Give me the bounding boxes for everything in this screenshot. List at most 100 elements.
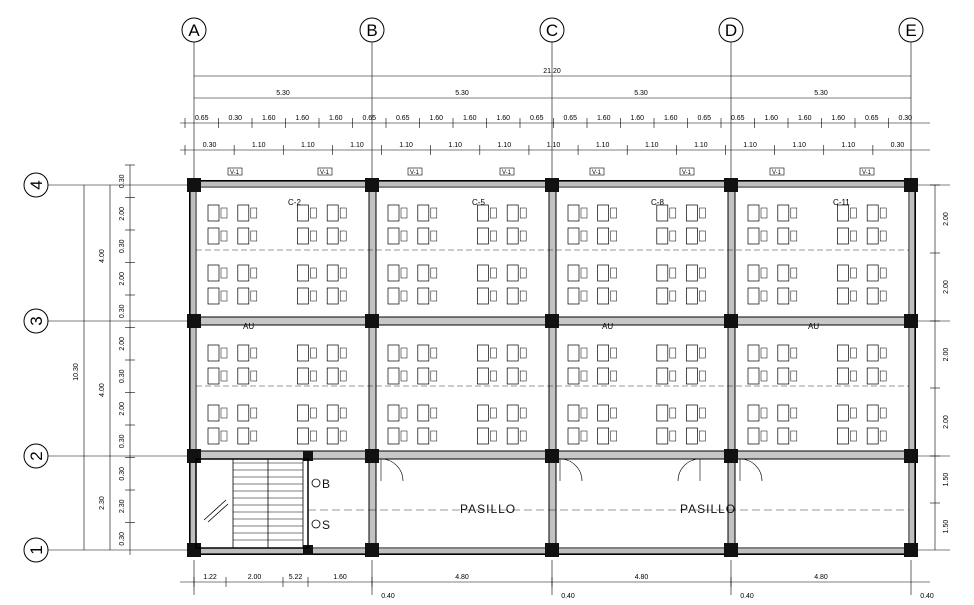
student-desk bbox=[506, 404, 519, 422]
student-desk bbox=[297, 227, 309, 245]
student-desk bbox=[837, 344, 849, 362]
student-chair bbox=[310, 230, 317, 242]
student-chair bbox=[850, 290, 857, 302]
top-chain-a-value: 1.60 bbox=[798, 115, 812, 122]
grid-bubble-a: A bbox=[181, 17, 207, 43]
student-desk bbox=[747, 227, 760, 245]
student-desk bbox=[297, 264, 309, 282]
student-chair bbox=[519, 230, 527, 242]
student-chair bbox=[790, 230, 798, 242]
student-desk bbox=[567, 427, 580, 445]
student-chair bbox=[879, 370, 887, 382]
student-chair bbox=[699, 430, 706, 442]
student-chair bbox=[339, 347, 347, 359]
student-desk bbox=[686, 264, 698, 282]
student-desk bbox=[387, 227, 400, 245]
student-chair bbox=[760, 370, 768, 382]
student-chair bbox=[220, 290, 228, 302]
student-desk bbox=[837, 404, 849, 422]
student-desk bbox=[207, 367, 220, 385]
student-chair bbox=[610, 370, 617, 382]
student-chair bbox=[400, 267, 408, 279]
student-desk bbox=[656, 227, 669, 245]
window-tag-8: V-1 bbox=[862, 170, 872, 176]
student-desk bbox=[297, 427, 309, 445]
student-desk bbox=[417, 427, 430, 445]
student-chair bbox=[699, 230, 706, 242]
student-chair bbox=[669, 207, 677, 219]
student-desk bbox=[747, 204, 760, 222]
student-desk bbox=[597, 264, 609, 282]
student-chair bbox=[580, 290, 588, 302]
student-chair bbox=[490, 347, 497, 359]
left-chain-value: 0.30 bbox=[119, 304, 126, 318]
student-chair bbox=[400, 207, 408, 219]
left-dimension-chain: 0.302.000.302.000.302.000.302.000.300.30… bbox=[119, 164, 135, 546]
left-chain-value: 0.30 bbox=[119, 174, 126, 188]
student-desk bbox=[326, 287, 339, 305]
student-desk bbox=[387, 204, 400, 222]
grid-bubble-c: C bbox=[539, 17, 565, 43]
student-desk bbox=[326, 204, 339, 222]
student-chair bbox=[669, 267, 677, 279]
student-chair bbox=[490, 230, 497, 242]
student-desk bbox=[597, 427, 609, 445]
student-desk bbox=[866, 287, 879, 305]
student-chair bbox=[580, 230, 588, 242]
student-desk bbox=[656, 264, 669, 282]
student-chair bbox=[339, 370, 347, 382]
student-desk bbox=[597, 344, 609, 362]
structural-column bbox=[545, 314, 559, 328]
student-chair bbox=[519, 347, 527, 359]
student-chair bbox=[490, 290, 497, 302]
student-chair bbox=[790, 267, 798, 279]
student-chair bbox=[580, 407, 588, 419]
top-chain-a-value: 1.60 bbox=[764, 115, 778, 122]
aux-label-2: AU bbox=[602, 322, 613, 331]
student-desk bbox=[567, 264, 580, 282]
structural-column bbox=[303, 545, 313, 555]
student-chair bbox=[790, 290, 798, 302]
student-chair bbox=[760, 230, 768, 242]
stair-label-s: S bbox=[322, 518, 331, 532]
student-desk bbox=[237, 404, 250, 422]
student-desk bbox=[237, 227, 250, 245]
student-chair bbox=[250, 430, 258, 442]
student-chair bbox=[519, 370, 527, 382]
student-desk bbox=[326, 344, 339, 362]
right-chain-value: 2.00 bbox=[943, 280, 950, 294]
student-chair bbox=[669, 370, 677, 382]
left-chain-value: 0.30 bbox=[119, 434, 126, 448]
top-chain-a-value: 0.65 bbox=[530, 115, 544, 122]
student-desk bbox=[237, 344, 250, 362]
structural-column bbox=[904, 314, 918, 328]
student-desk bbox=[656, 367, 669, 385]
corridor: PASILLO PASILLO bbox=[308, 502, 909, 516]
student-chair bbox=[669, 347, 677, 359]
student-desk bbox=[747, 287, 760, 305]
window-tag-7: V-1 bbox=[772, 170, 782, 176]
top-chain-b-value: 1.10 bbox=[645, 142, 659, 149]
grid-bubble-3: 3 bbox=[23, 308, 49, 334]
student-desk bbox=[866, 344, 879, 362]
door-swings bbox=[380, 458, 763, 482]
top-chain-a-value: 0.65 bbox=[865, 115, 879, 122]
student-chair bbox=[490, 370, 497, 382]
stair-treads bbox=[233, 459, 303, 548]
right-chain-value: 2.00 bbox=[943, 348, 950, 362]
student-chair bbox=[699, 290, 706, 302]
student-chair bbox=[580, 207, 588, 219]
right-chain-value: 1.50 bbox=[943, 473, 950, 487]
structural-column bbox=[187, 314, 201, 328]
student-desk bbox=[686, 287, 698, 305]
student-chair bbox=[250, 347, 258, 359]
student-desk bbox=[326, 404, 339, 422]
student-chair bbox=[669, 230, 677, 242]
top-chain-a-value: 0.65 bbox=[195, 115, 209, 122]
student-chair bbox=[430, 370, 438, 382]
student-chair bbox=[760, 267, 768, 279]
student-chair bbox=[250, 267, 258, 279]
student-chair bbox=[430, 347, 438, 359]
structural-column bbox=[904, 543, 918, 557]
